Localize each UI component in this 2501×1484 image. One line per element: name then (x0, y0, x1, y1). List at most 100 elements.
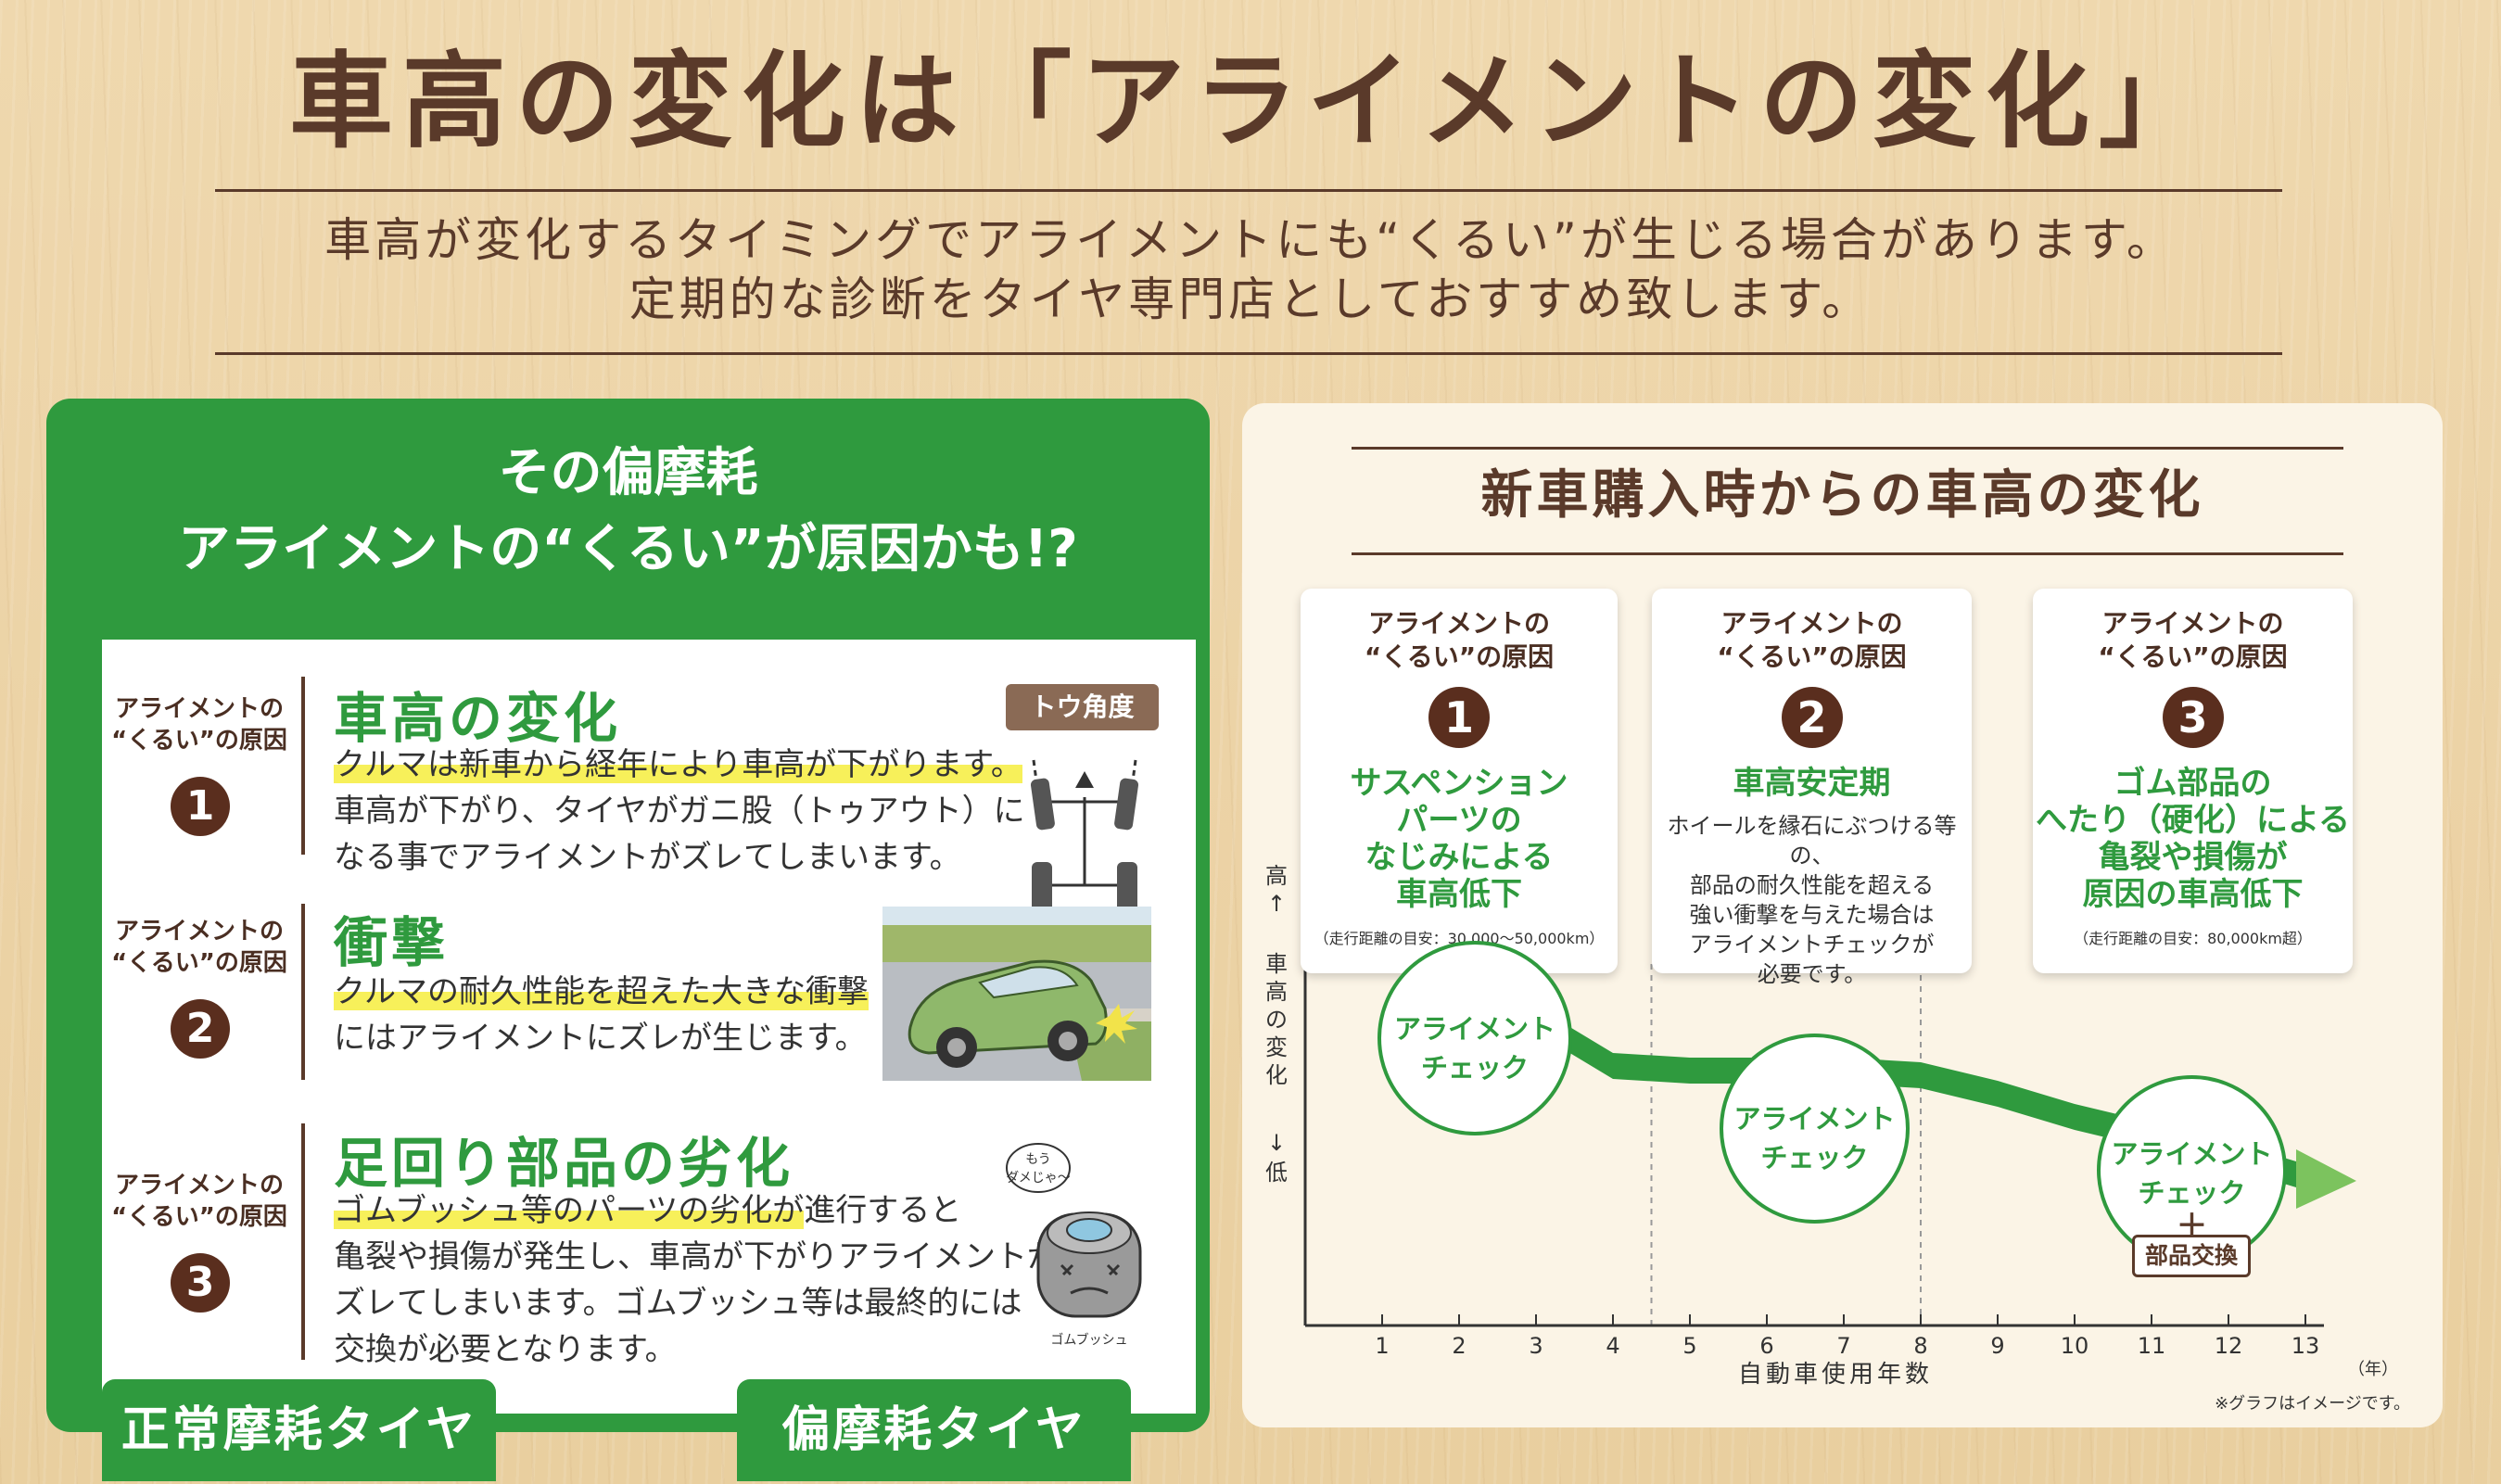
cause-1-label: アライメントの “くるい”の原因 (97, 693, 301, 756)
ride-height-trend-band (1305, 886, 2305, 1190)
card-2-desc-line-4: アライメントチェックが (1689, 932, 1935, 958)
cause-1-line-3: なる事でアライメントがズレてしまいます。 (334, 839, 961, 876)
cause-3-label-line-2: “くるい”の原因 (111, 1203, 287, 1231)
cause-3-text: ゴムブッシュ等のパーツの劣化が進行すると 亀裂や損傷が発生し、車高が下がりアライ… (334, 1187, 1059, 1373)
chart-title-rule-top (1352, 447, 2343, 450)
alignment-check-3: アライメント チェック ＋ (2097, 1075, 2287, 1265)
card-1-cause: アライメントの“くるい”の原因 (1301, 607, 1618, 674)
chart-title-rule-bottom (1352, 552, 2343, 555)
card-2-number: 2 (1781, 687, 1843, 748)
y-axis-label-char-5: 化 (1265, 1062, 1288, 1088)
cause-1-text: クルマは新車から経年により車高が下がります。 車高が下がり、タイヤがガニ股（トゥ… (334, 742, 1025, 881)
card-3-heading-line-1: ゴム部品の (2114, 765, 2272, 802)
card-1-heading-line-2: パーツの (1396, 802, 1522, 839)
y-axis-low: 低 (1265, 1160, 1288, 1186)
bushing-speech-line-1: もう (1025, 1152, 1051, 1167)
cause-3-divider (301, 1123, 305, 1360)
header-divider-bottom (215, 352, 2282, 355)
cause-3-label-line-1: アライメントの (114, 1172, 284, 1199)
cause-1-heading: 車高の変化 (334, 687, 622, 750)
y-axis-label-char-2: 高 (1265, 979, 1288, 1005)
cause-2-heading: 衝撃 (334, 911, 450, 974)
y-axis-label-char-1: 車 (1265, 951, 1288, 977)
chart-footnote: ※グラフはイメージです。 (2215, 1394, 2410, 1414)
card-2-cause-line-1: アライメントの (1720, 608, 1903, 639)
cause-2-highlight: クルマの耐久性能を超えた大きな衝撃 (334, 973, 869, 1010)
tab-uneven-wear-tire[interactable]: 偏摩耗タイヤ (737, 1379, 1131, 1481)
x-tick-label-3: 3 (1529, 1333, 1542, 1359)
cause-panel-heading: その偏摩耗 アライメントの“くるい”が原因かも!? (46, 436, 1210, 588)
bushing-speech-line-2: ダメじゃ〜 (1006, 1171, 1071, 1186)
cause-1-highlight: クルマは新車から経年により車高が下がります。 (334, 746, 1022, 783)
y-axis-label-char-4: 変 (1265, 1034, 1288, 1060)
card-1-heading: サスペンション パーツの なじみによる 車高低下 (1301, 765, 1618, 913)
cause-heading-line-2: アライメントの“くるい”が原因かも!? (178, 519, 1078, 579)
x-tick-label-8: 8 (1913, 1333, 1927, 1359)
card-2-cause-line-2: “くるい”の原因 (1717, 641, 1907, 672)
x-tick-label-9: 9 (1990, 1333, 2004, 1359)
x-tick-label-6: 6 (1759, 1333, 1773, 1359)
x-tick-label-4: 4 (1606, 1333, 1619, 1359)
card-3-heading: ゴム部品の へたり（硬化）による 亀裂や損傷が 原因の車高低下 (2033, 765, 2353, 913)
card-3-cause-line-2: “くるい”の原因 (2098, 641, 2288, 672)
cause-3-number: 3 (171, 1253, 230, 1313)
y-axis-up-arrow: ↑ (1266, 891, 1287, 917)
car-curb-impact-illustration (882, 907, 1151, 1081)
card-3-cause-line-1: アライメントの (2101, 608, 2284, 639)
subtitle-line-2: 定期的な診断をタイヤ専門店としておすすめ致します。 (628, 273, 1873, 326)
y-axis-label-char-3: の (1265, 1007, 1288, 1033)
cause-heading-line-1: その偏摩耗 (498, 443, 758, 503)
alignment-check-2: アライメント チェック (1720, 1034, 1910, 1224)
cause-card-3: アライメントの“くるい”の原因 3 ゴム部品の へたり（硬化）による 亀裂や損傷… (2033, 589, 2353, 973)
card-3-heading-line-3: 亀裂や損傷が (2098, 839, 2288, 876)
parts-replacement-badge: 部品交換 (2132, 1235, 2251, 1277)
cause-2-label-line-1: アライメントの (114, 918, 284, 945)
x-axis-unit: （年） (2348, 1360, 2398, 1379)
cause-1-label-line-1: アライメントの (114, 695, 284, 723)
card-1-number: 1 (1428, 687, 1490, 748)
y-axis-high: 高 (1265, 863, 1288, 889)
tab-normal-wear-tire[interactable]: 正常摩耗タイヤ (102, 1379, 496, 1481)
x-tick-label-13: 13 (2292, 1333, 2320, 1359)
chart-title: 新車購入時からの車高の変化 (1480, 465, 2204, 526)
x-tick-label-10: 10 (2061, 1333, 2089, 1359)
card-2-desc-line-1: ホイールを縁石にぶつける等の、 (1667, 813, 1957, 869)
header-divider-top (215, 189, 2282, 192)
cause-3-line-3: ズレてしまいます。ゴムブッシュ等は最終的には (334, 1285, 1022, 1322)
x-tick-label-5: 5 (1682, 1333, 1696, 1359)
cause-2-label: アライメントの “くるい”の原因 (97, 916, 301, 979)
page-title: 車高の変化は「アライメントの変化」 (289, 42, 2212, 162)
check-3-line-1: アライメント (2111, 1138, 2273, 1170)
cause-2-number: 2 (171, 999, 230, 1059)
trend-arrowhead (2296, 1149, 2356, 1209)
card-3-number: 3 (2162, 687, 2224, 748)
x-tick-label-2: 2 (1452, 1333, 1466, 1359)
card-1-heading-line-4: 車高低下 (1396, 876, 1522, 913)
card-1-cause-line-2: “くるい”の原因 (1364, 641, 1555, 672)
check-1-line-1: アライメント (1393, 1013, 1555, 1045)
check-1-line-2: チェック (1420, 1052, 1529, 1084)
cause-1-line-2: 車高が下がり、タイヤがガニ股（トゥアウト）に (334, 793, 1025, 830)
check-3-line-2: チェック (2138, 1177, 2246, 1209)
x-tick-label-11: 11 (2138, 1333, 2166, 1359)
cause-3-line-4: 交換が必要となります。 (334, 1331, 677, 1368)
rubber-bushing-illustration: もう ダメじゃ〜 ゴムブッシュ (1006, 1143, 1142, 1348)
cause-3-heading: 足回り部品の劣化 (334, 1132, 794, 1195)
cause-1-divider (301, 677, 305, 855)
bushing-caption: ゴムブッシュ (1050, 1332, 1127, 1348)
toe-angle-label: トウ角度 (1006, 684, 1159, 730)
cause-3-label: アライメントの “くるい”の原因 (97, 1170, 301, 1233)
cause-3-line-1-tail: 進行すると (804, 1192, 962, 1229)
toe-out-illustration (1030, 759, 1139, 908)
check-2-line-1: アライメント (1733, 1103, 1896, 1135)
x-tick-label-1: 1 (1375, 1333, 1389, 1359)
cause-2-text: クルマの耐久性能を超えた大きな衝撃 にはアライメントにズレが生じます。 (334, 969, 869, 1061)
card-2-desc-line-3: 強い衝撃を与えた場合は (1689, 902, 1935, 928)
cause-3-highlight: ゴムブッシュ等のパーツの劣化が (334, 1192, 805, 1229)
card-2-description: ホイールを縁石にぶつける等の、 部品の耐久性能を超える 強い衝撃を与えた場合は … (1652, 811, 1972, 989)
subtitle-line-1: 車高が変化するタイミングでアライメントにも“くるい”が生じる場合があります。 (324, 213, 2177, 267)
check-2-line-2: チェック (1760, 1142, 1869, 1173)
card-1-heading-line-1: サスペンション (1350, 765, 1568, 802)
cause-card-2: アライメントの“くるい”の原因 2 車高安定期 ホイールを縁石にぶつける等の、 … (1652, 589, 1972, 987)
